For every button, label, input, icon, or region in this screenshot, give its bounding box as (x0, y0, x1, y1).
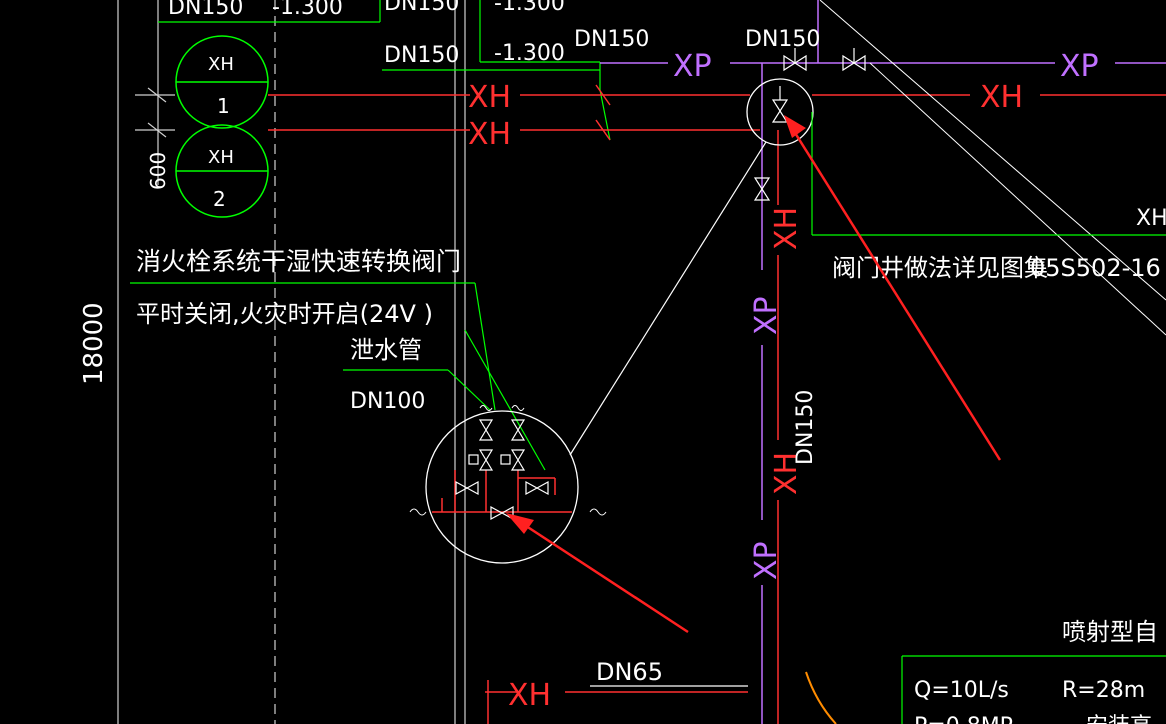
gate-valve-icon (500, 449, 526, 471)
top-dn150-label-2: DN150 (384, 0, 459, 16)
gate-valve-icon (525, 480, 549, 496)
note-line-1: 消火栓系统干湿快速转换阀门 (136, 247, 461, 276)
drain-pipe-label: 泄水管 (350, 336, 422, 364)
dn65-label: DN65 (596, 658, 663, 686)
atlas-code-label: 05S502-16 (1030, 254, 1161, 282)
hydrant-1-code: XH (208, 54, 234, 75)
spray-legend-box (901, 655, 1166, 724)
note-underlines (130, 282, 546, 471)
xh-label-top-right: XH (980, 80, 1023, 115)
boundary-lines (819, 0, 1166, 336)
red-pointer-arrow (506, 513, 689, 634)
red-pointer-arrow (784, 115, 1002, 461)
hydrant-2: XH 2 (175, 124, 269, 218)
dn150-upper-mid-label: DN150 (574, 27, 649, 52)
dn150-leader-lines (382, 0, 611, 141)
dimension-18000: 18000 (79, 302, 109, 385)
detail-circle (425, 410, 579, 564)
drain-dn-label: DN100 (350, 389, 425, 414)
building-column-lines (274, 0, 466, 724)
hydrant-1: XH 1 (175, 35, 269, 129)
dn150-valve-pit-label: DN150 (745, 27, 820, 52)
gate-valve-icon (753, 177, 771, 201)
xh-label-vertical-2: XH (769, 452, 804, 495)
gate-valve-icon (455, 480, 479, 496)
xp-label-top-1: XP (673, 49, 712, 84)
xh-pipes (268, 84, 1166, 141)
valve-pit-note: 阀门井做法详见图集 (832, 254, 1048, 282)
dn150-left-label: DN150 (384, 43, 459, 68)
bottom-pipes (485, 671, 837, 724)
spray-type-title: 喷射型自 (1062, 618, 1158, 646)
detail-leader-line (569, 141, 767, 456)
elevation-left-label: -1.300 (494, 41, 565, 66)
detail-break-marks (409, 405, 607, 516)
valve-pit-note-leader (811, 112, 1166, 236)
flow-rate-label: Q=10L/s (914, 678, 1009, 703)
hydrant-2-number: 2 (213, 187, 226, 211)
xh-right-cut-label: XH (1136, 206, 1166, 231)
detail-pipes (432, 470, 572, 513)
note-line-2: 平时关闭,火灾时开启(24V ) (136, 300, 433, 328)
pressure-label: P=0.8MP (914, 714, 1013, 724)
bottom-xh-label: XH (508, 678, 551, 713)
hydrant-1-number: 1 (217, 94, 230, 118)
gate-valve-icon (842, 48, 866, 72)
xp-pipes (600, 0, 1166, 724)
xh-label-vertical-1: XH (769, 207, 804, 250)
radius-label: R=28m (1062, 678, 1145, 703)
top-elevation-label-1: -1.300 (272, 0, 343, 20)
gate-valve-icon (490, 505, 514, 521)
valve-pit-circle (746, 78, 814, 146)
xh-label-top-left-2: XH (468, 117, 511, 152)
dn150-vertical-label: DN150 (793, 390, 818, 465)
top-elevation-label-2: -1.300 (494, 0, 565, 16)
gate-valve-icon (478, 419, 494, 441)
gate-valve-icon (783, 48, 807, 72)
xh-label-top-left-1: XH (468, 80, 511, 115)
gate-valve-icon (510, 419, 526, 441)
hydrant-2-code: XH (208, 147, 234, 168)
install-height-label: 安装高 (1086, 714, 1152, 724)
gate-valve-icon (468, 449, 494, 471)
dimension-lines (117, 0, 175, 724)
dimension-600: 600 (146, 152, 170, 190)
top-label-group: DN150 -1.300 DN150 -1.300 (158, 0, 565, 23)
top-dn150-label-1: DN150 (168, 0, 243, 20)
xp-label-top-2: XP (1060, 49, 1099, 84)
gate-valve-icon (771, 86, 789, 123)
